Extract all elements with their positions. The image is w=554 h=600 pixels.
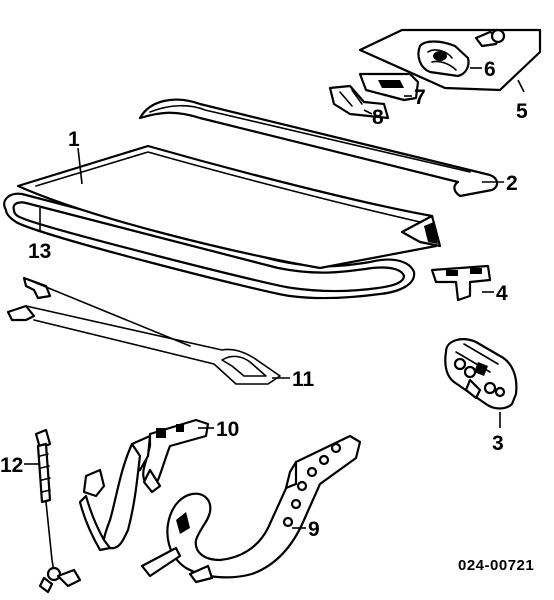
callout-labels: 1 2 3 4 5 6 7 8 9 10 11 12 13 (0, 58, 528, 541)
part-2-molding-strip (138, 98, 499, 198)
part-4-striker (430, 264, 492, 302)
callout-2: 2 (506, 172, 518, 195)
part-11-release-rod (6, 276, 281, 385)
callout-4: 4 (496, 282, 508, 305)
callout-5: 5 (516, 100, 528, 123)
callout-10: 10 (216, 418, 239, 441)
callout-1: 1 (68, 128, 80, 151)
callout-11: 11 (292, 368, 315, 391)
part-6-lock-cylinder (417, 28, 506, 78)
leader-lines (24, 67, 525, 529)
part-8-retainer-clip (328, 84, 390, 120)
callout-12: 12 (0, 454, 23, 477)
callout-9: 9 (308, 518, 320, 541)
callout-13: 13 (28, 240, 51, 263)
part-3-trunk-latch (444, 338, 518, 410)
part-9-hinge (140, 434, 362, 584)
callout-3: 3 (492, 432, 504, 455)
part-7-lock-bracket (358, 72, 420, 102)
callout-8: 8 (372, 106, 384, 129)
part-1-trunk-lid (16, 144, 442, 270)
callout-7: 7 (414, 86, 426, 109)
reference-code: 024-00721 (458, 557, 534, 574)
part-12-gas-strut (34, 428, 82, 594)
part-10-hinge-arm (78, 418, 210, 552)
callout-6: 6 (484, 58, 496, 81)
